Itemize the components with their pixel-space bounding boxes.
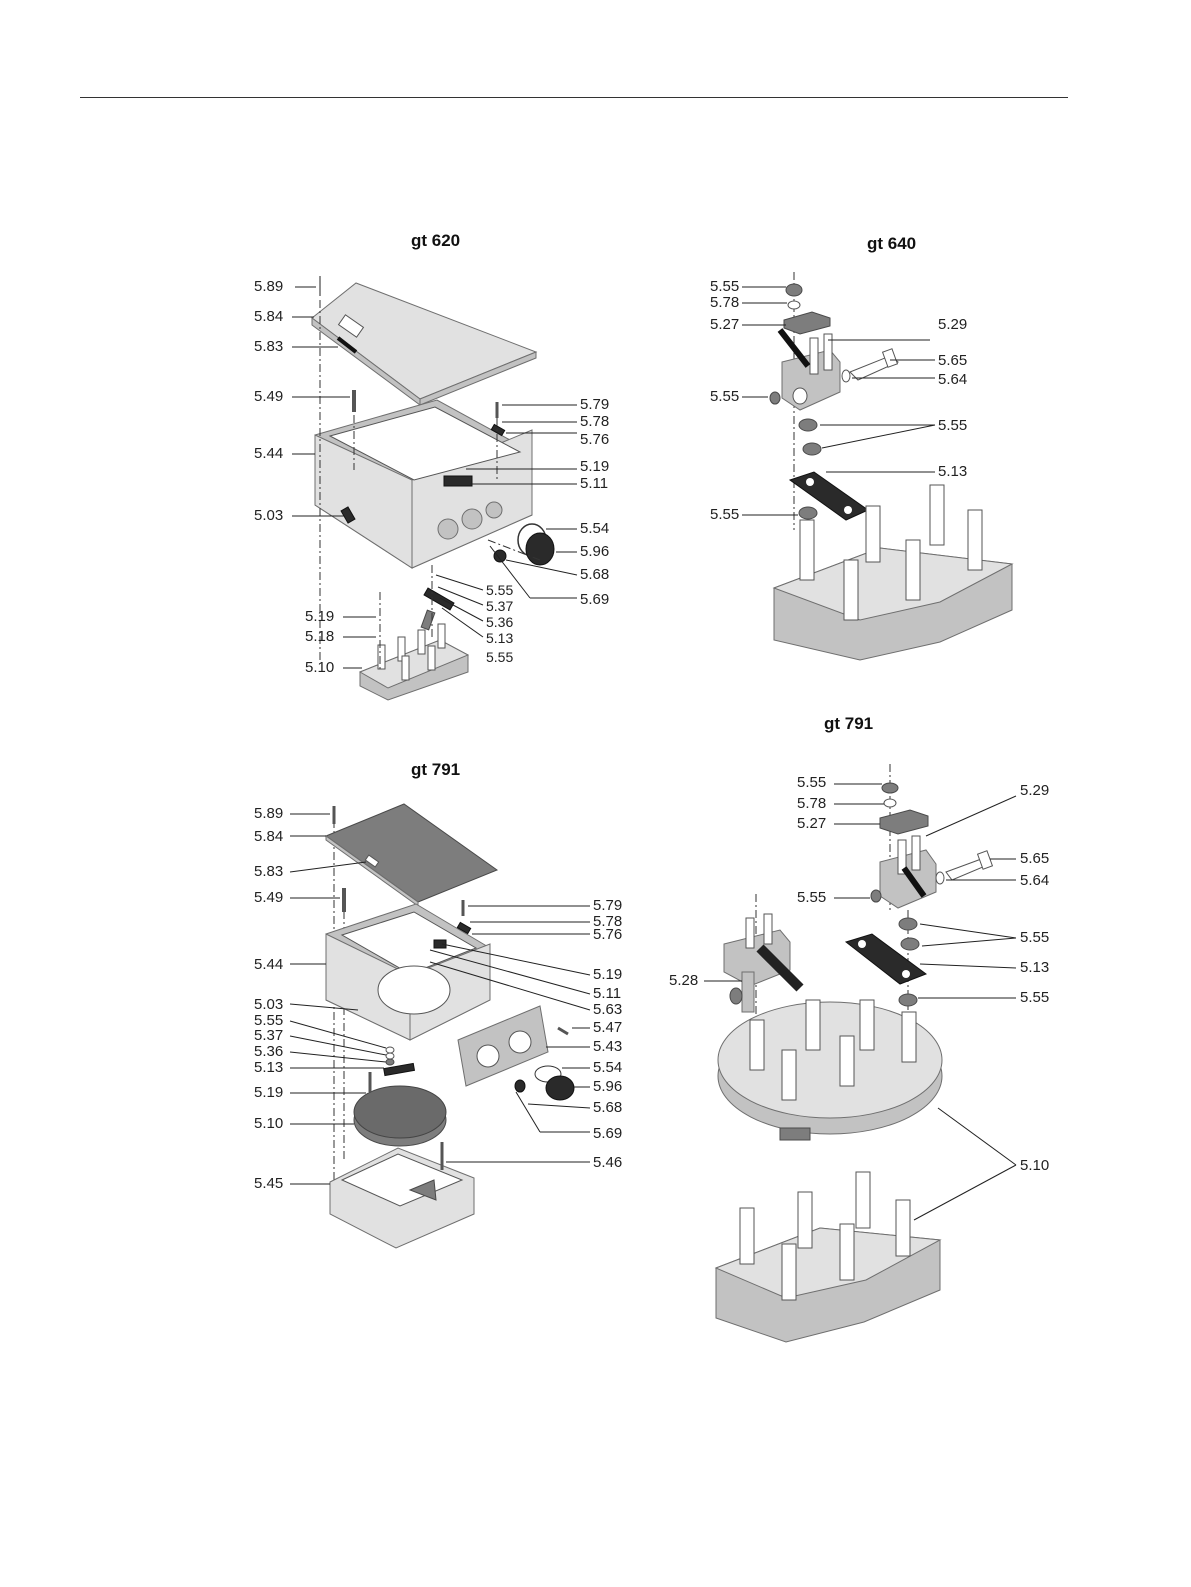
header-rule [80,97,1068,98]
part-label: 5.27 [797,815,827,832]
part-label: 5.29 [1020,782,1050,799]
part-label: 5.55 [797,889,827,906]
part-label: 5.55 [254,1012,284,1029]
gt791-right-drawing [704,764,1017,1343]
part-label: 5.79 [580,396,610,413]
part-label: 5.37 [486,598,514,614]
part-label: 5.55 [938,417,968,434]
part-label: 5.44 [254,956,284,973]
diagram-title-gt791-right: gt 791 [824,714,874,733]
part-label: 5.55 [710,278,740,295]
part-label: 5.37 [254,1027,284,1044]
part-label: 5.10 [254,1115,284,1132]
part-label: 5.44 [254,445,284,462]
part-label: 5.19 [593,966,623,983]
part-label: 5.19 [580,458,610,475]
diagram-title-gt791-left: gt 791 [411,760,461,779]
gt640-drawing [742,272,1014,661]
part-label: 5.03 [254,996,284,1013]
part-label: 5.55 [1020,989,1050,1006]
part-label: 5.89 [254,278,284,295]
part-label: 5.69 [593,1125,623,1142]
part-label: 5.84 [254,308,284,325]
part-label: 5.13 [1020,959,1050,976]
part-label: 5.27 [710,316,740,333]
part-label: 5.64 [938,371,968,388]
part-label: 5.55 [486,649,514,665]
part-label: 5.55 [710,388,740,405]
part-label: 5.78 [797,795,827,812]
part-label: 5.78 [710,294,740,311]
part-label: 5.46 [593,1154,623,1171]
part-label: 5.65 [938,352,968,369]
diagram-title-gt640: gt 640 [867,234,917,253]
part-label: 5.55 [486,582,514,598]
part-label: 5.96 [593,1078,623,1095]
part-label: 5.55 [797,774,827,791]
part-label: 5.96 [580,543,610,560]
diagram-title-gt620: gt 620 [411,231,461,250]
part-label: 5.83 [254,863,284,880]
part-label: 5.78 [580,413,610,430]
part-label: 5.43 [593,1038,623,1055]
part-label: 5.18 [305,628,335,645]
part-label: 5.54 [593,1059,623,1076]
part-label: 5.36 [254,1043,284,1060]
part-label: 5.76 [593,926,623,943]
part-label: 5.69 [580,591,610,608]
part-label: 5.63 [593,1001,623,1018]
part-label: 5.76 [580,431,610,448]
part-label: 5.55 [710,506,740,523]
part-label: 5.68 [580,566,610,583]
part-label: 5.19 [254,1084,284,1101]
gt620-drawing [292,276,578,701]
part-label: 5.13 [254,1059,284,1076]
part-label: 5.36 [486,614,514,630]
part-label: 5.78 [593,913,623,930]
part-label: 5.10 [305,659,335,676]
part-label: 5.19 [305,608,335,625]
part-label: 5.68 [593,1099,623,1116]
part-label: 5.13 [938,463,968,480]
part-label: 5.11 [580,475,609,492]
part-label: 5.49 [254,889,284,906]
part-label: 5.65 [1020,850,1050,867]
part-label: 5.28 [669,972,699,989]
part-label: 5.11 [593,985,622,1002]
part-label: 5.45 [254,1175,284,1192]
part-label: 5.29 [938,316,968,333]
part-label: 5.79 [593,897,623,914]
part-label: 5.03 [254,507,284,524]
part-label: 5.84 [254,828,284,845]
gt620-cover [311,282,538,400]
part-label: 5.47 [593,1019,623,1036]
gt791-left-drawing [289,803,591,1249]
part-label: 5.13 [486,630,514,646]
part-label: 5.49 [254,388,284,405]
part-label: 5.89 [254,805,284,822]
part-label: 5.54 [580,520,610,537]
part-label: 5.64 [1020,872,1050,889]
part-label: 5.55 [1020,929,1050,946]
part-label: 5.10 [1020,1157,1050,1174]
part-label: 5.83 [254,338,284,355]
